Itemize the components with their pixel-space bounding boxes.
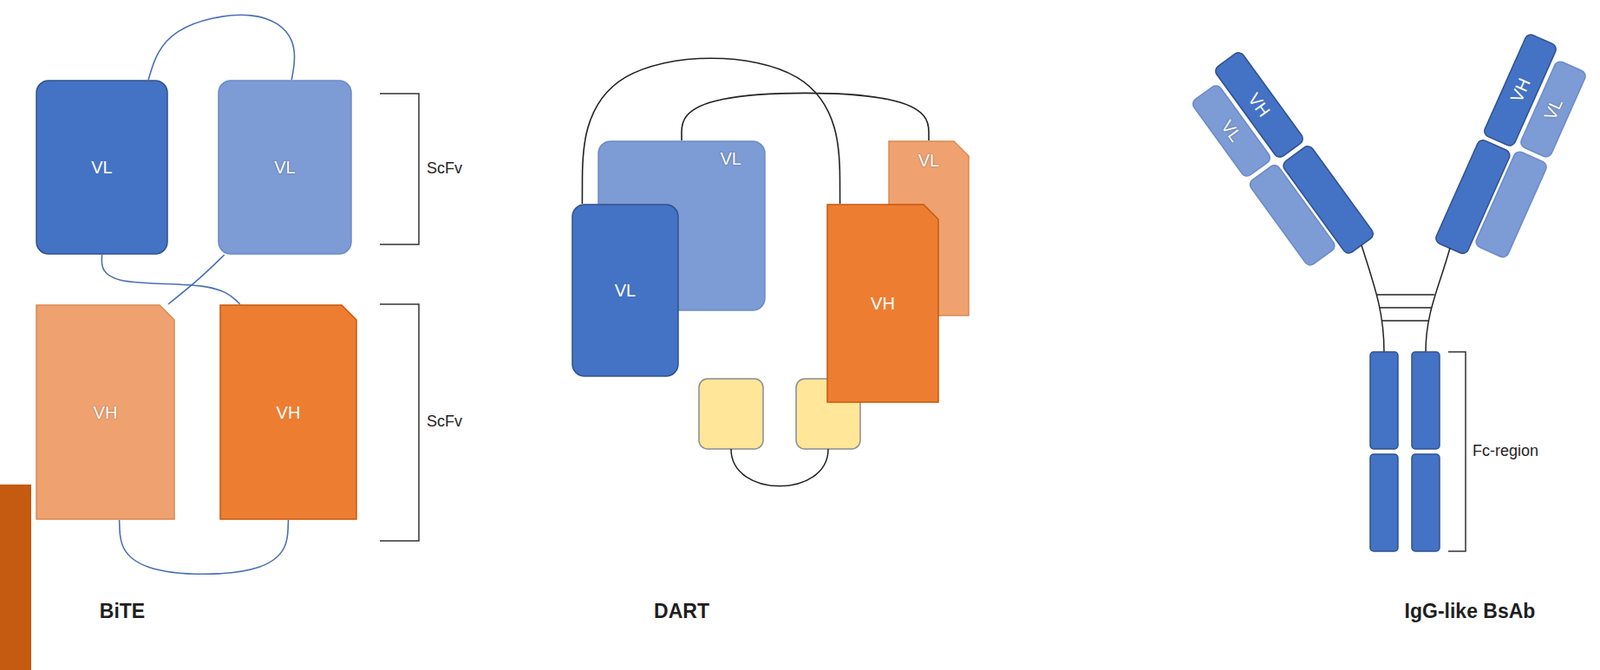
right-arm [1434, 134, 1549, 271]
domain-label: VH [870, 293, 895, 314]
domain-label: VL [614, 280, 636, 301]
format-caption: IgG-like BsAb [1404, 600, 1536, 623]
hinge [1425, 248, 1450, 353]
domain-shape [36, 80, 168, 255]
linker [681, 92, 929, 141]
linker [101, 254, 240, 305]
domain-label: VL [720, 149, 742, 169]
domain-shape [36, 305, 175, 520]
side-bar [0, 484, 32, 670]
domain-label: VH [93, 403, 118, 423]
domain-label: VL [91, 157, 112, 177]
cl-domain [1474, 150, 1548, 260]
bracket-label: ScFv [426, 413, 463, 432]
cl-domain [1247, 163, 1338, 268]
domain-shape [220, 305, 357, 520]
format-caption: BiTE [99, 600, 145, 623]
domain-shape [827, 204, 939, 403]
domain-label: VL [918, 150, 940, 170]
fc-domain [1370, 454, 1398, 552]
fc-domain [1411, 352, 1440, 450]
vh-domain: VH [826, 203, 940, 404]
disulfide-bond [1381, 320, 1430, 322]
linker [148, 14, 295, 80]
linker [168, 254, 225, 305]
vl-domain: VL [35, 79, 169, 255]
bracket [1448, 352, 1466, 552]
disulfide-bond [1379, 306, 1432, 309]
bracket-label: Fc-region [1472, 443, 1539, 461]
vh-domain: VH [35, 304, 176, 521]
domain-shape [218, 80, 352, 255]
bracket-label: ScFv [426, 160, 463, 178]
domain-shape [1519, 59, 1588, 159]
vl-domain: VL [571, 203, 680, 378]
domain-shape [1213, 50, 1306, 160]
vl-domain: VL [217, 79, 353, 255]
domain-label: VL [274, 157, 295, 177]
domain-shape [572, 204, 679, 377]
fc-domain [1411, 454, 1440, 552]
fc-domain [1370, 352, 1398, 450]
bracket [379, 304, 419, 542]
hinge [1361, 245, 1385, 353]
bracket [379, 93, 419, 245]
dart-domain [698, 378, 764, 450]
domain-label: VH [276, 403, 301, 423]
format-caption: DART [653, 600, 710, 623]
linker [731, 449, 829, 487]
vh-domain: VH [219, 304, 358, 521]
disulfide-bond [1377, 293, 1435, 296]
linker [119, 520, 289, 575]
